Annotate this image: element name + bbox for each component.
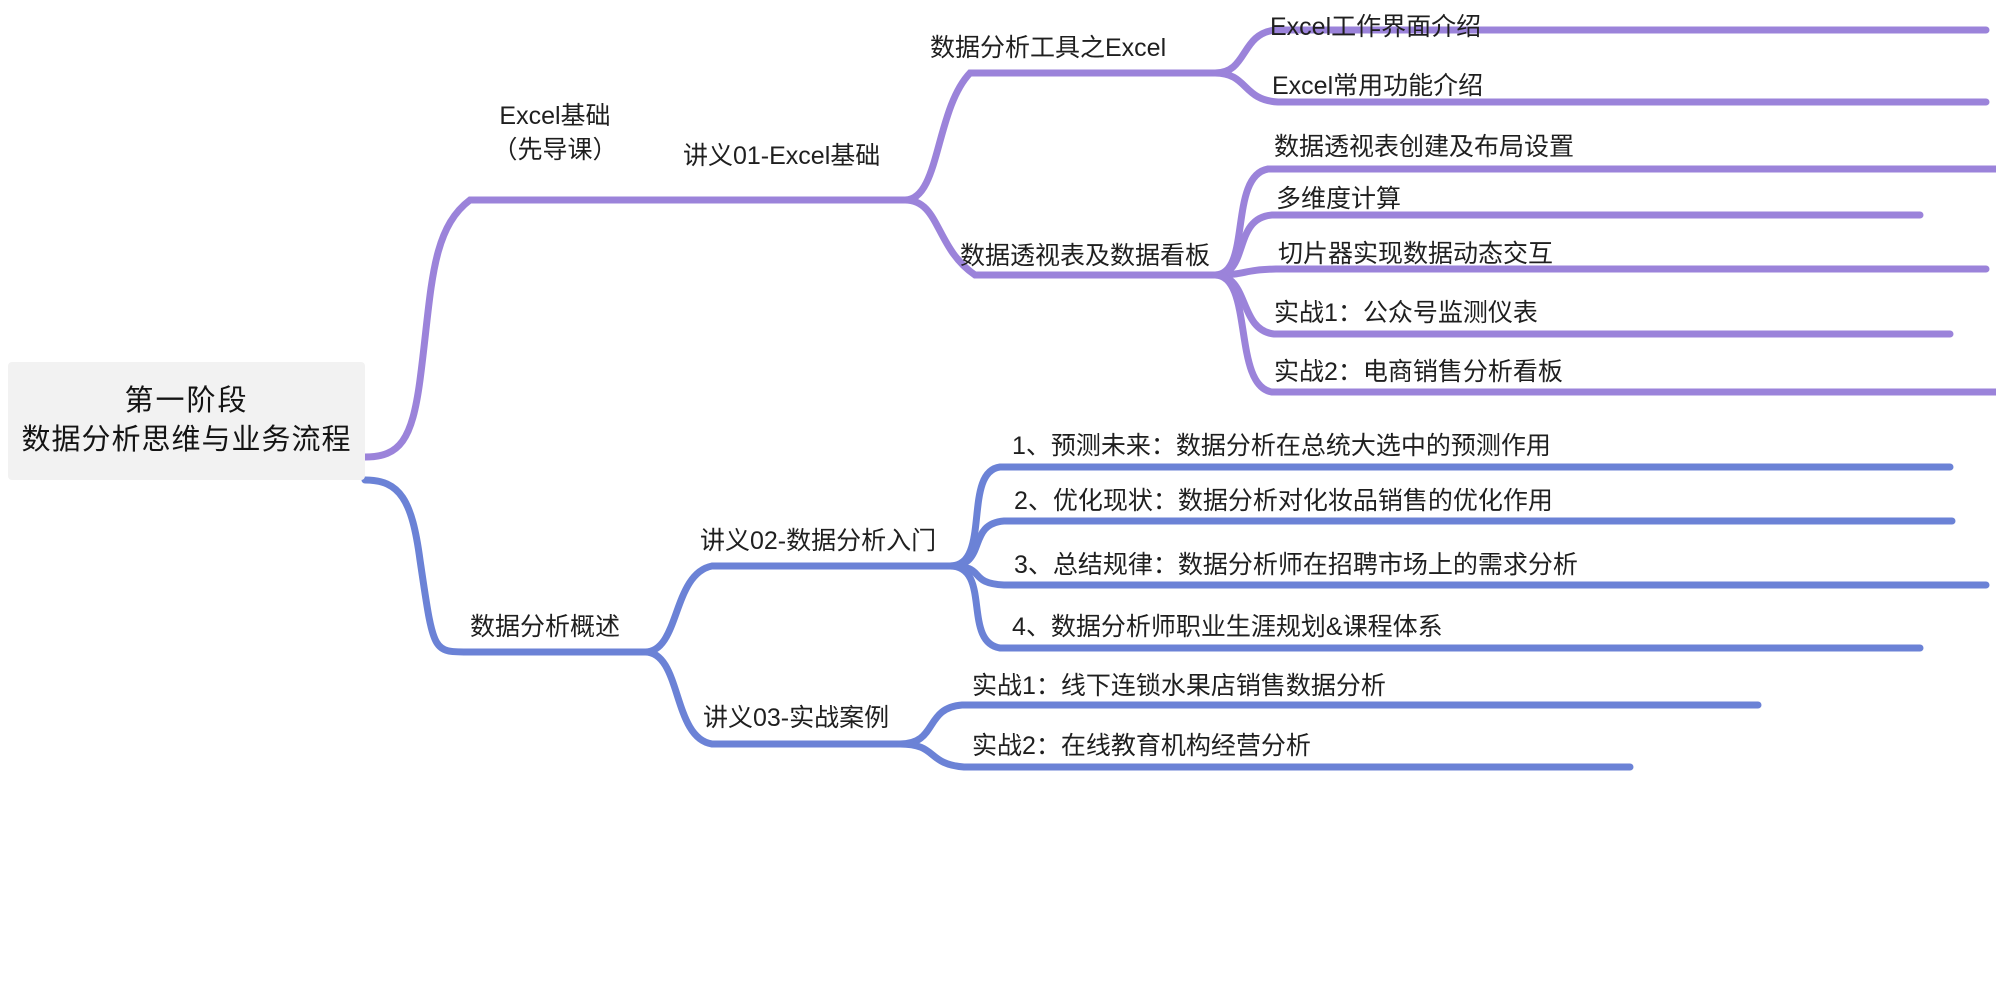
leaf-summarize-patterns[interactable]: 3、总结规律：数据分析师在招聘市场上的需求分析 (1014, 551, 1578, 579)
leaf-practice-1-wechat-dashboard[interactable]: 实战1：公众号监测仪表 (1274, 299, 1538, 327)
node-handout-03[interactable]: 讲义03-实战案例 (703, 704, 890, 732)
node-handout-02[interactable]: 讲义02-数据分析入门 (700, 527, 937, 555)
root-title-line-1: 第一阶段 (124, 384, 249, 417)
node-excel-foundation[interactable]: Excel基础 （先导课） (455, 100, 655, 168)
link-excel-to-tools (901, 69, 1219, 204)
leaf-excel-ui-intro[interactable]: Excel工作界面介绍 (1270, 13, 1482, 41)
node-data-analysis-overview[interactable]: 数据分析概述 (470, 613, 621, 641)
link-excel-to-pivot (901, 196, 1219, 279)
root-title-line-2: 数据分析思维与业务流程 (21, 424, 352, 456)
leaf-optimize-status[interactable]: 2、优化现状：数据分析对化妆品销售的优化作用 (1014, 487, 1553, 515)
node-handout-01[interactable]: 讲义01-Excel基础 (683, 142, 881, 170)
node-excel-foundation-line-1: Excel基础 (499, 102, 611, 130)
link-pivot-leaf-5 (1211, 271, 1996, 396)
leaf-multidimensional-calc[interactable]: 多维度计算 (1276, 185, 1402, 213)
leaf-slicer-interaction[interactable]: 切片器实现数据动态交互 (1278, 240, 1554, 268)
node-excel-as-tool[interactable]: 数据分析工具之Excel (930, 34, 1167, 62)
leaf-predict-future[interactable]: 1、预测未来：数据分析在总统大选中的预测作用 (1012, 432, 1551, 460)
leaf-practice-2-ecommerce-dashboard[interactable]: 实战2：电商销售分析看板 (1274, 358, 1563, 386)
link-root-to-overview (361, 476, 649, 656)
leaf-career-planning[interactable]: 4、数据分析师职业生涯规划&课程体系 (1012, 613, 1443, 641)
link-overview-to-j02 (641, 562, 954, 656)
node-pivot-dashboard[interactable]: 数据透视表及数据看板 (960, 242, 1211, 270)
link-tools-leaf-2 (1211, 69, 1990, 106)
blue-links (361, 463, 1990, 771)
leaf-practice-2-online-education[interactable]: 实战2：在线教育机构经营分析 (972, 732, 1311, 760)
link-j03-leaf-2 (896, 740, 1634, 771)
purple-links (361, 26, 1996, 461)
leaf-excel-common-functions[interactable]: Excel常用功能介绍 (1272, 72, 1484, 100)
leaf-pivot-create-layout[interactable]: 数据透视表创建及布局设置 (1274, 133, 1575, 161)
root-node[interactable]: 第一阶段 数据分析思维与业务流程 (8, 362, 365, 480)
link-j02-leaf-4 (946, 562, 1924, 652)
link-overview-to-j03 (641, 648, 904, 748)
leaf-practice-1-fruit-store[interactable]: 实战1：线下连锁水果店销售数据分析 (972, 672, 1386, 700)
link-root-to-excel (361, 196, 909, 461)
node-excel-foundation-line-2: （先导课） (492, 135, 618, 164)
